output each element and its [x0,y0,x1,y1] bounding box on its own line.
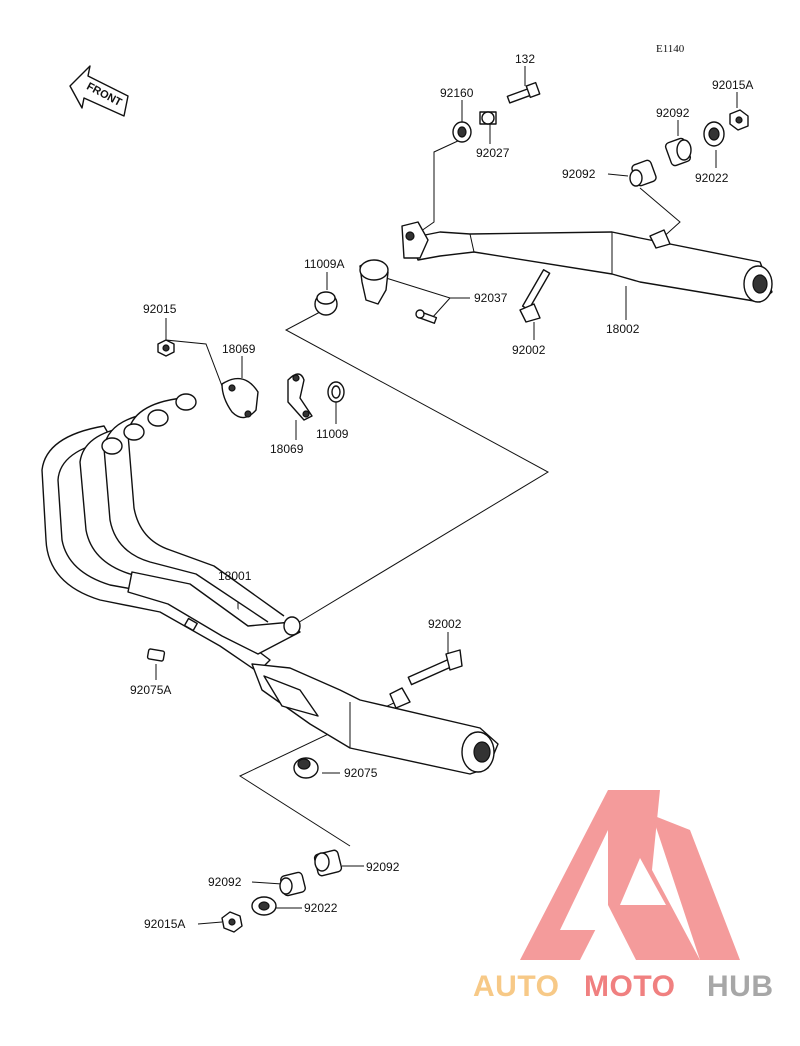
diagram-code: E1140 [656,43,685,55]
watermark-text-moto: MOTO [584,970,675,1003]
bolt-92002-bottom [407,649,463,686]
washer-92022-bottom [251,896,277,916]
callout-92075A: 92075A [130,683,171,697]
callout-11009: 11009 [316,427,349,441]
damper-92092-top-b [629,159,657,187]
damper-92092-bottom-a [313,849,343,877]
callout-92092-bottom-b: 92092 [208,875,242,889]
bolt-92037 [415,309,438,324]
front-arrow: FRONT [69,65,129,117]
callout-92092-bottom-a: 92092 [366,860,400,874]
callout-18001: 18001 [218,569,252,583]
callout-92022-top: 92022 [695,171,729,185]
collar-92027 [479,111,497,125]
callout-11009A: 11009A [304,257,344,271]
callout-92022-bottom: 92022 [304,901,338,915]
callout-18069-b: 18069 [270,442,304,456]
bolt-92002-top [519,269,551,323]
callout-92160: 92160 [440,86,474,100]
callout-92092-top-a: 92092 [656,106,690,120]
watermark-text-auto: AUTO [473,970,559,1003]
damper-92160 [452,121,472,143]
leader-lines [155,66,738,925]
gasket-11009A [314,291,338,316]
damper-92075A [146,648,166,662]
callout-18069-a: 18069 [222,342,256,356]
flange-18069-b [287,373,313,421]
muffler-18002 [401,221,773,303]
clamp-92037 [359,259,389,305]
bolt-132 [506,81,541,104]
callout-92015: 92015 [143,302,177,316]
watermark-logo [520,790,740,960]
callout-92002-top: 92002 [512,343,546,357]
callout-labels: 132 92160 92027 92015A 92092 92092 92022… [130,52,753,931]
callout-92002-bottom: 92002 [428,617,462,631]
watermark-text-hub: HUB [707,970,774,1003]
callout-132: 132 [515,52,535,66]
damper-92092-bottom-b [279,871,306,897]
damper-92075 [293,757,319,779]
watermark-triangle-shape [520,790,700,960]
nut-92015A-bottom [221,911,243,933]
damper-92092-top-a [664,137,692,167]
exhaust-header-18001 [41,393,499,775]
nut-92015 [157,339,175,357]
callout-92015A-top: 92015A [712,78,753,92]
callout-92015A-bottom: 92015A [144,917,185,931]
washer-92022-top [703,121,725,147]
callout-92037: 92037 [474,291,508,305]
callout-92027: 92027 [476,146,510,160]
callout-92092-top-b: 92092 [562,167,596,181]
gasket-11009 [327,381,345,403]
flange-18069-a [221,377,259,419]
callout-92075: 92075 [344,766,378,780]
nut-92015A-top [729,109,749,131]
callout-18002: 18002 [606,322,640,336]
